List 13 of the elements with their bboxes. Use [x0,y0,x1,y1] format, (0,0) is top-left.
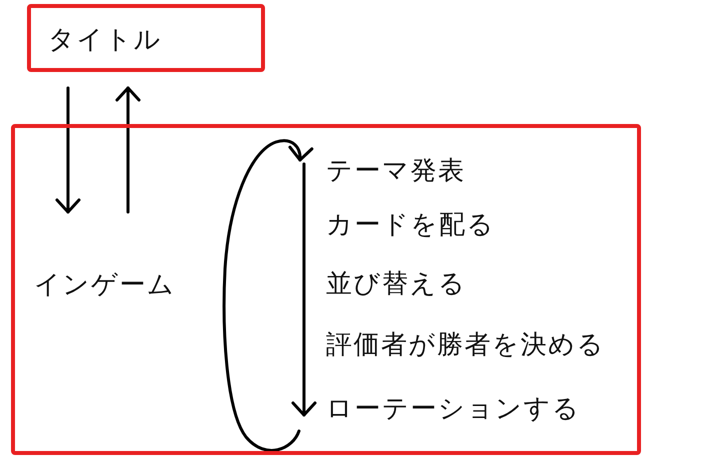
title-box [27,4,265,72]
step-text: ローテーションする [326,393,580,425]
box-label: インゲーム [34,269,176,301]
step-text: 評価者が勝者を決める [326,329,605,361]
loop-arrow [222,139,313,452]
arrow [292,162,316,416]
step-text: 並び替える [326,268,466,300]
step-text: カードを配る [326,209,495,241]
frame-box [11,124,641,455]
arrow [116,86,140,214]
step-text: テーマ発表 [326,155,466,187]
box-label: タイトル [48,24,162,56]
arrow [56,86,80,214]
